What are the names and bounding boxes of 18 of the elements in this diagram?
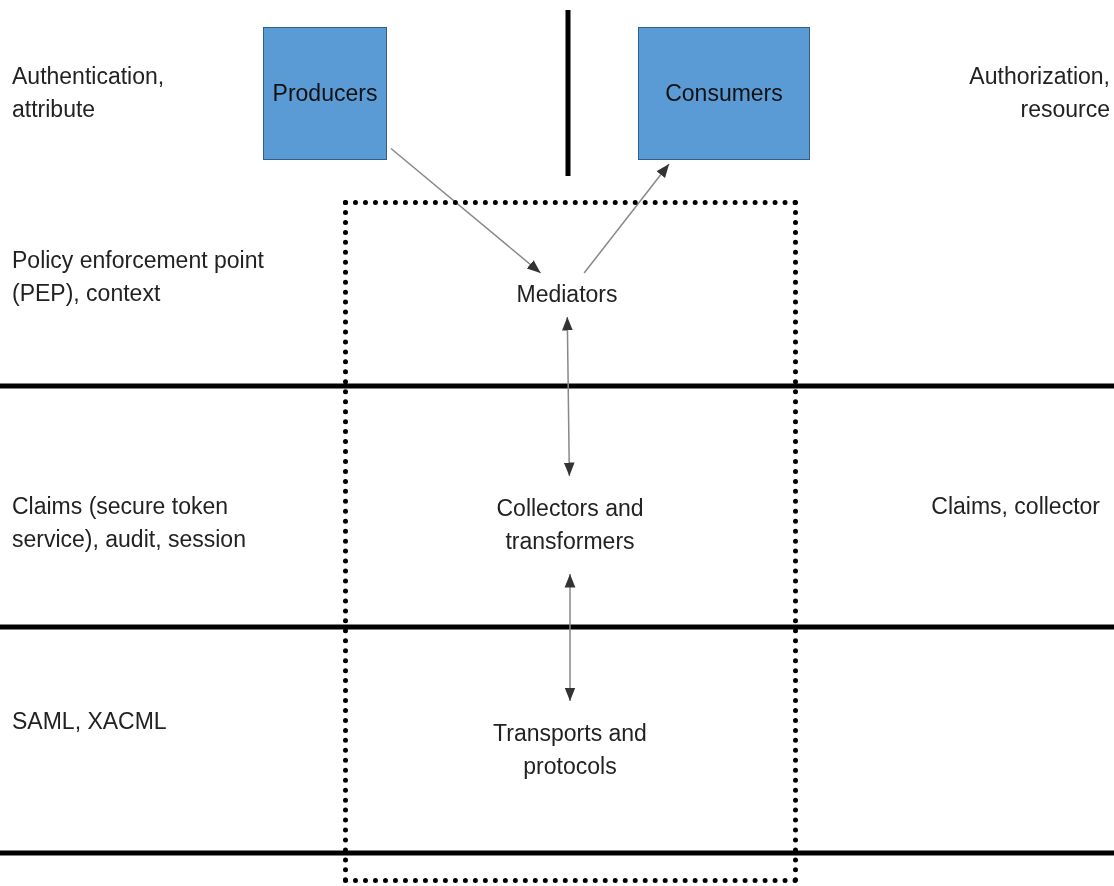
layer-label: Policy enforcement point (PEP), context	[12, 246, 265, 309]
component-label: Collectors and transformers	[495, 493, 645, 556]
node-text: Consumers	[665, 80, 783, 107]
arrow	[390, 147, 542, 274]
layer-label: Authorization, resource	[968, 62, 1110, 125]
dotted-boundary	[343, 200, 798, 883]
node-text: Producers	[272, 80, 378, 107]
arrow	[564, 573, 576, 702]
arrow	[562, 316, 575, 477]
layer-label: SAML, XACML	[12, 707, 168, 736]
arrow	[583, 163, 670, 274]
component-label: Mediators	[516, 280, 618, 310]
component-label: Transports and protocols	[492, 718, 648, 781]
process-box	[263, 27, 387, 160]
layer-label: Authentication, attribute	[12, 62, 166, 125]
process-box	[638, 27, 810, 160]
layer-label: Claims (secure token service), audit, session	[12, 492, 247, 555]
layer-label: Claims, collector	[930, 492, 1100, 521]
